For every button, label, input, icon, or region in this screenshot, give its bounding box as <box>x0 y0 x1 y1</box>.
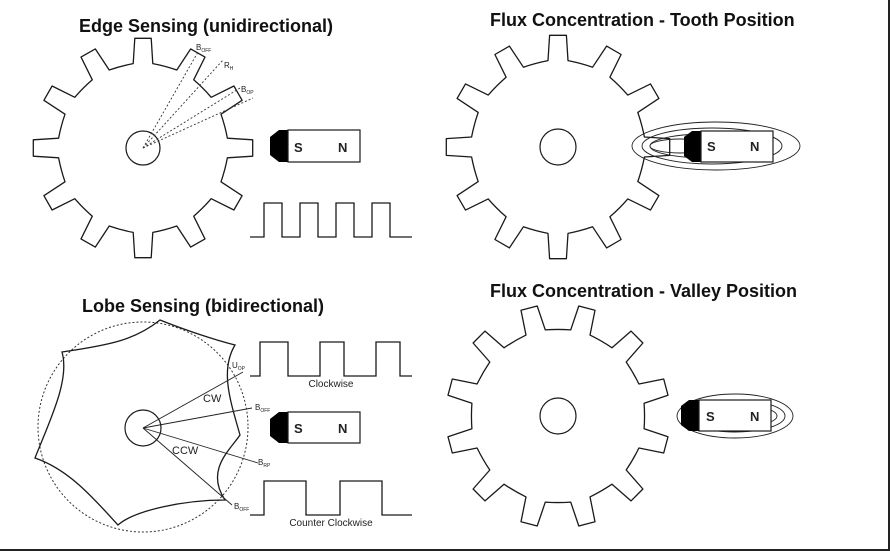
edge-sensing-zones <box>142 51 254 149</box>
valley-magnet: S N <box>681 399 772 432</box>
tooth-magnet-s: S <box>707 139 716 154</box>
edge-magnet: S N <box>270 129 361 163</box>
edge-b-op-label: BOP <box>241 85 254 96</box>
lobe-magnet-pole-tip <box>270 412 288 443</box>
flux-valley-title: Flux Concentration - Valley Position <box>490 281 798 301</box>
lobe-b-off-mid-label: BOFF <box>255 403 270 414</box>
edge-gear-hub <box>125 130 161 166</box>
lobe-hub <box>124 409 162 447</box>
lobe-wheel-outline <box>34 319 241 526</box>
lobe-magnet-body <box>287 411 361 444</box>
flux-tooth-title: Flux Concentration - Tooth Position <box>490 10 795 30</box>
lobe-u-op-label: UOP <box>232 361 246 372</box>
valley-magnet-s: S <box>706 409 715 424</box>
counter-clockwise-waveform <box>250 480 412 516</box>
lobe-sensing-title: Lobe Sensing (bidirectional) <box>82 296 325 316</box>
lobe-b-off-bot-label: BOFF <box>234 502 249 513</box>
tooth-gear-outline <box>445 34 671 260</box>
edge-gear-outline <box>32 37 254 259</box>
tooth-gear <box>445 34 671 260</box>
edge-magnet-s: S <box>294 140 303 155</box>
tooth-gear-hub <box>539 128 577 166</box>
edge-magnet-n: N <box>338 140 347 155</box>
counter-clockwise-label: Counter Clockwise <box>289 518 373 529</box>
lobe-magnet-n: N <box>338 421 347 436</box>
clockwise-label: Clockwise <box>308 379 353 390</box>
lobe-sensing-lines <box>142 371 259 506</box>
edge-magnet-pole-tip <box>270 130 288 162</box>
lobe-magnet-s: S <box>294 421 303 436</box>
valley-magnet-pole-tip <box>681 400 699 431</box>
valley-gear <box>447 305 669 527</box>
valley-magnet-body <box>698 399 772 432</box>
valley-magnet-n: N <box>750 409 759 424</box>
tooth-magnet: S N <box>684 130 774 163</box>
valley-gear-outline <box>447 305 669 527</box>
lobe-b-rp-label: BRP <box>258 458 271 469</box>
tooth-magnet-body <box>700 130 774 163</box>
edge-b-off-label: BOFF <box>196 43 211 54</box>
edge-output-waveform <box>250 202 412 238</box>
edge-r-label: RH <box>224 61 234 72</box>
tooth-magnet-n: N <box>750 139 759 154</box>
valley-gear-hub <box>539 397 577 435</box>
edge-gear <box>32 37 254 259</box>
clockwise-waveform <box>250 341 412 377</box>
lobe-magnet: S N <box>270 411 361 444</box>
tooth-magnet-pole-tip <box>684 131 701 162</box>
lobe-cw-label: CW <box>203 393 222 405</box>
edge-magnet-body <box>287 129 361 163</box>
lobe-reference-circle <box>37 321 249 533</box>
lobe-ccw-label: CCW <box>172 445 199 457</box>
edge-sensing-title: Edge Sensing (unidirectional) <box>79 16 334 36</box>
